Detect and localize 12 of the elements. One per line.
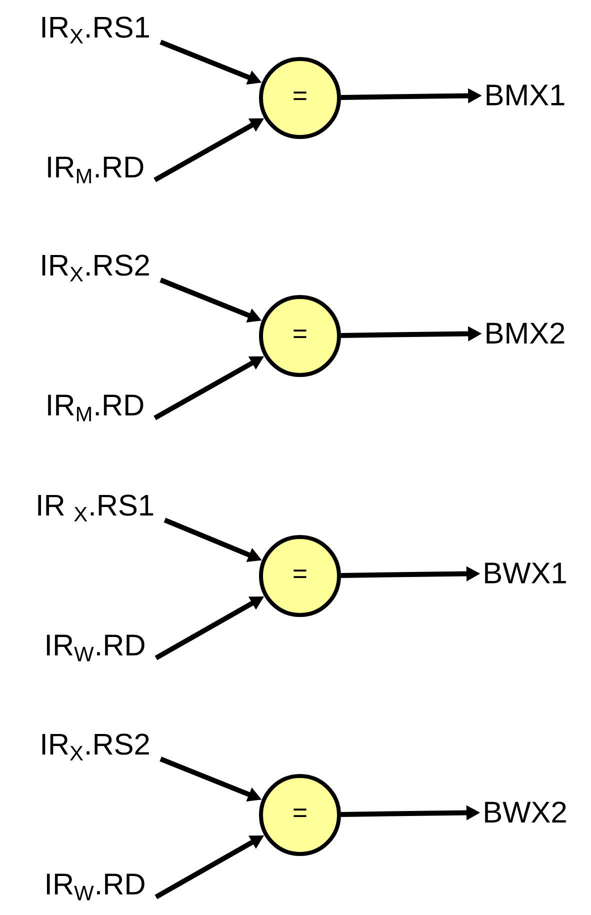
- signal-label: IR$_{M}$.RD: [48, 394, 144, 422]
- signal-label: BMX2: [486, 322, 564, 344]
- signal-label: IR$_{W}$.RD: [46, 874, 144, 900]
- signal-label: IR$_{X}$.RS2: [42, 734, 149, 760]
- signal-label: IR$_{W}$.RD: [46, 634, 144, 662]
- signal-label: IR $_{X}$.RS1: [38, 494, 154, 522]
- signal-label: IR$_{X}$.RS1: [42, 16, 149, 44]
- signal-label: IR$_{X}$.RS2: [42, 254, 149, 282]
- signal-label: IR$_{M}$.RD: [48, 156, 144, 184]
- signal-label: BWX1: [485, 562, 566, 584]
- signal-label: BWX2: [485, 802, 566, 822]
- signal-label: BMX1: [486, 84, 564, 106]
